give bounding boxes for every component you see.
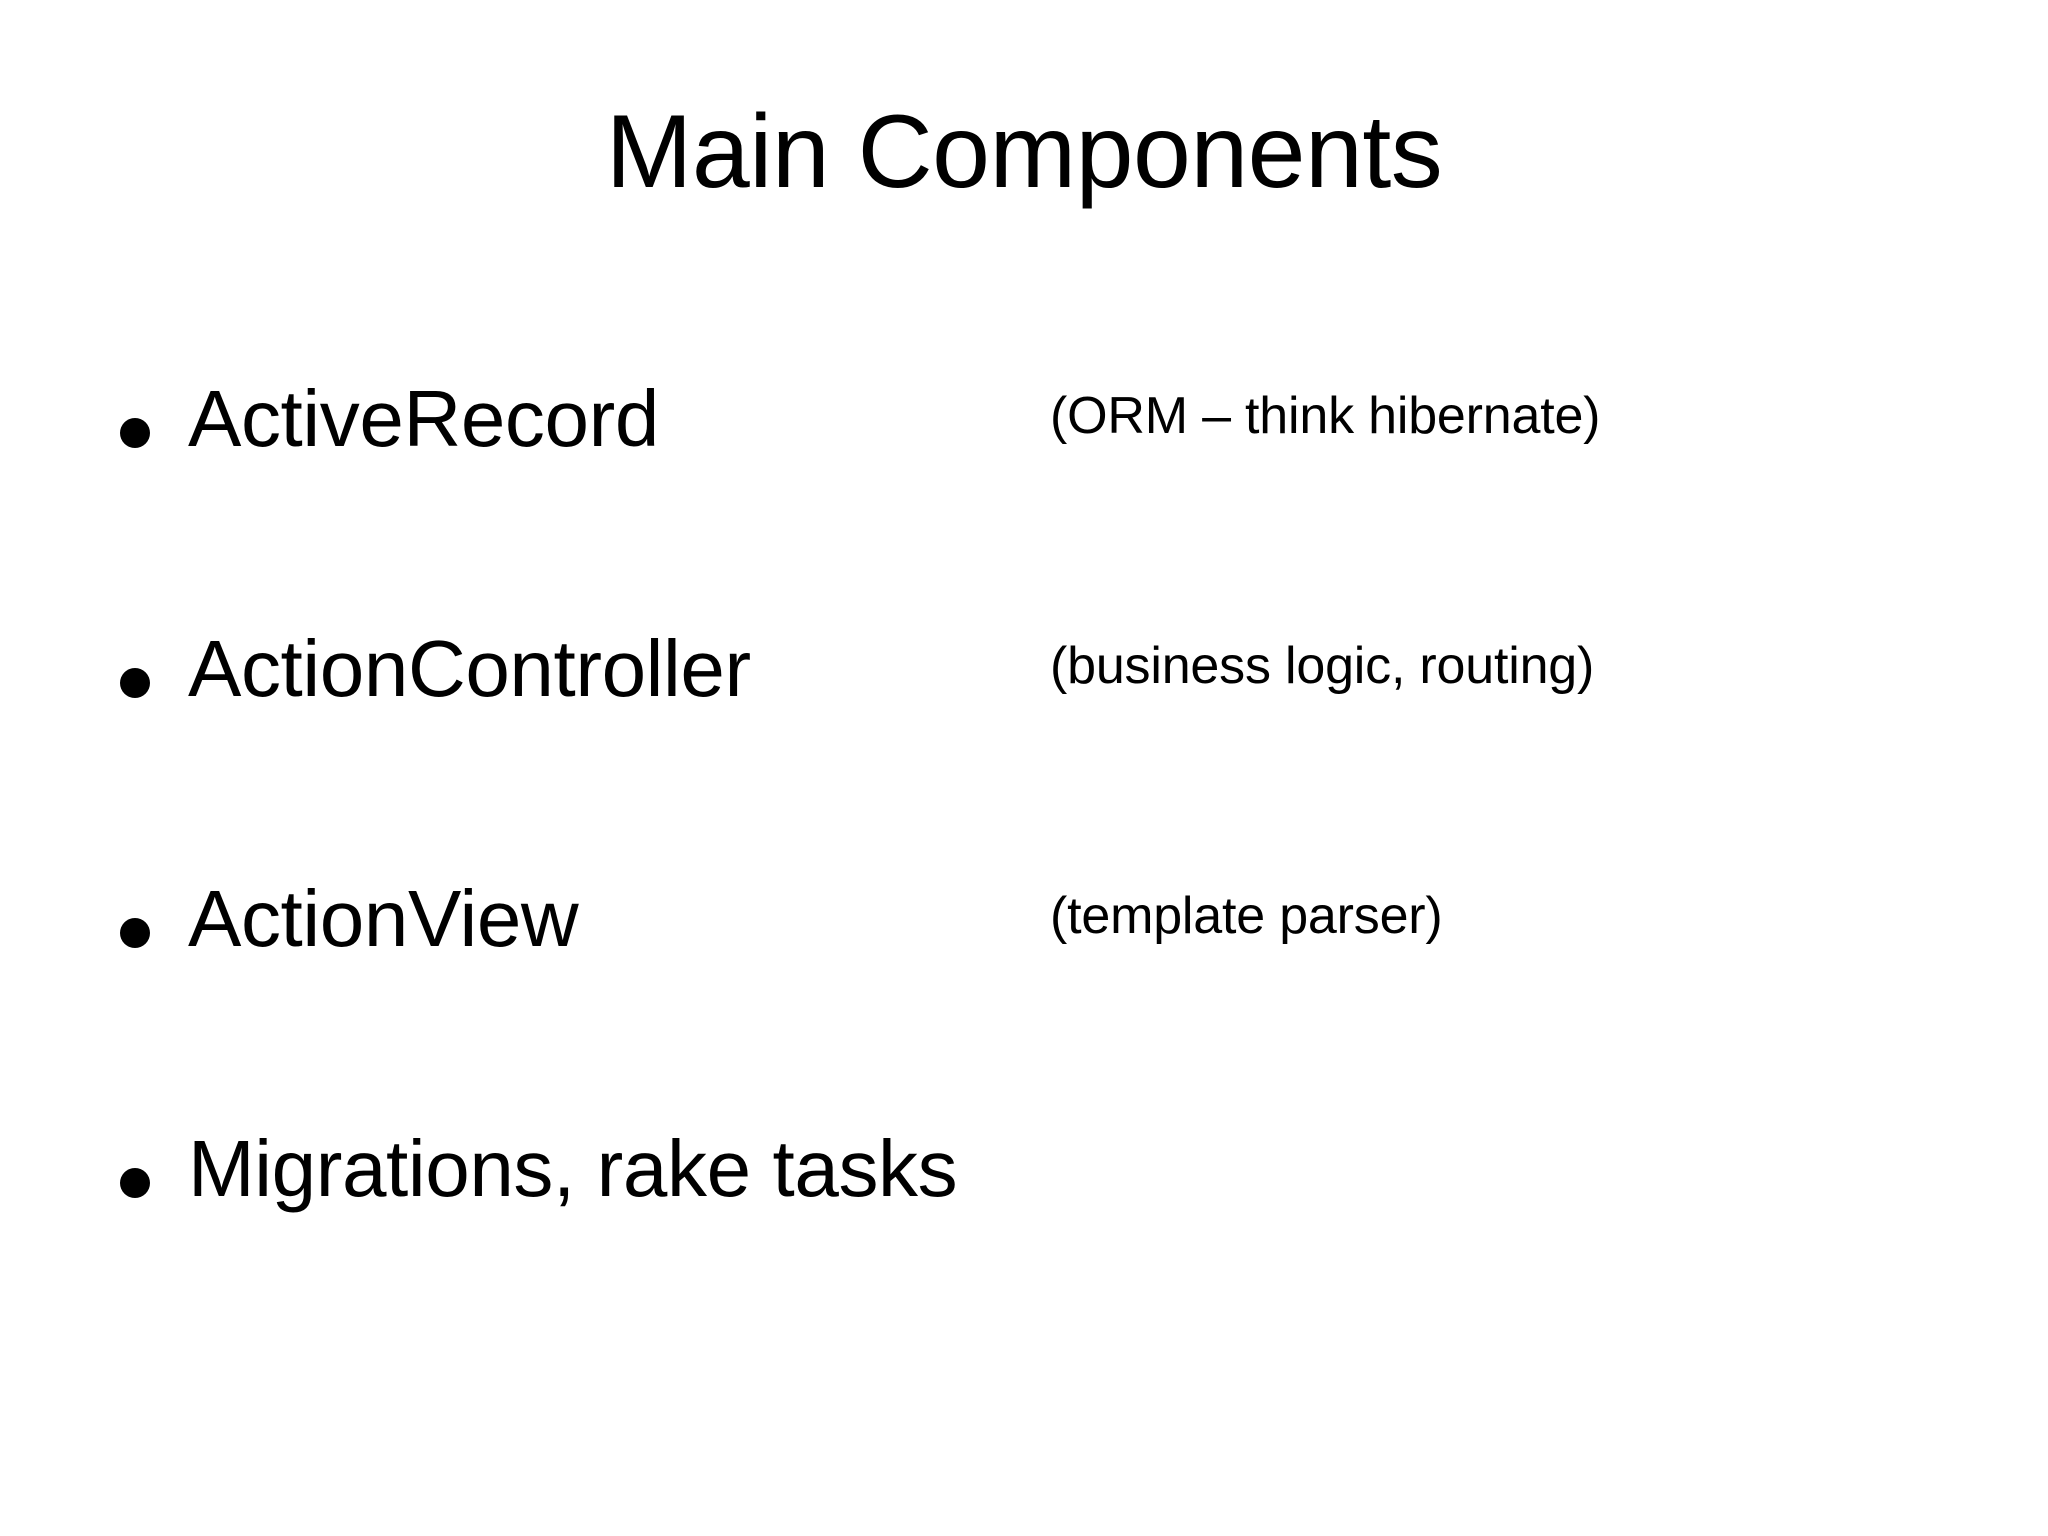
- page-title: Main Components: [605, 94, 1443, 210]
- bullet-list: ActiveRecord (ORM – think hibernate) Act…: [120, 372, 1960, 1213]
- bullet-dot-icon: [120, 918, 150, 948]
- list-item: ActionView (template parser): [120, 872, 1960, 1122]
- bullet-note-text: (template parser): [1050, 887, 1443, 945]
- bullet-main-text: ActionController: [188, 624, 751, 713]
- bullet-dot-icon: [120, 668, 150, 698]
- bullet-main-text: ActiveRecord: [188, 374, 659, 463]
- bullet-main-text: Migrations, rake tasks: [188, 1124, 958, 1213]
- bullet-main-text: ActionView: [188, 874, 579, 963]
- list-item: ActiveRecord (ORM – think hibernate): [120, 372, 1960, 622]
- bullet-note-text: (ORM – think hibernate): [1050, 387, 1601, 445]
- bullet-dot-icon: [120, 1168, 150, 1198]
- bullet-dot-icon: [120, 418, 150, 448]
- list-item: ActionController (business logic, routin…: [120, 622, 1960, 872]
- bullet-note-text: (business logic, routing): [1050, 637, 1595, 695]
